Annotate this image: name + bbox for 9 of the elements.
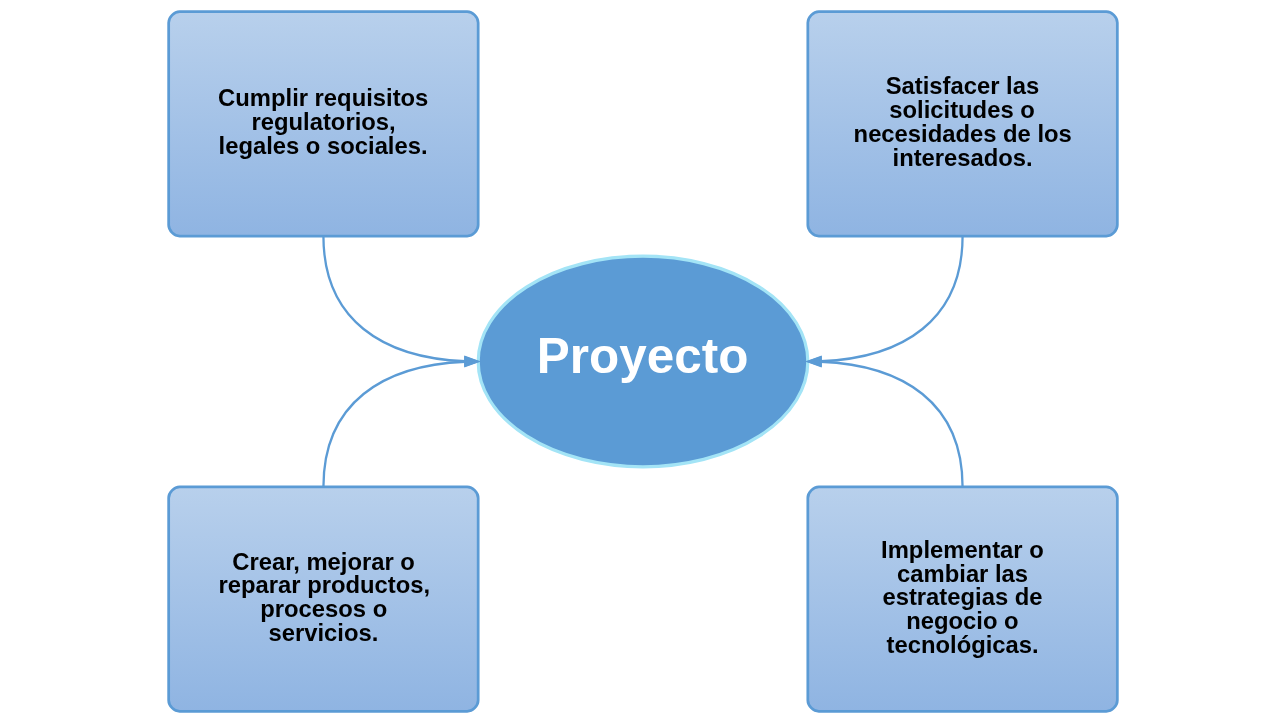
arrow [321, 355, 481, 487]
node-ellipse: Proyecto [476, 254, 809, 469]
node-box: Cumplir requisitos regulatorios, legales o sociales. [166, 10, 480, 238]
node-box: Satisfacer las solicitudes o necesidades de los interesados. [805, 10, 1119, 238]
arrow [321, 236, 481, 368]
arrow [804, 236, 964, 368]
node-box: Implementar o cambiar las estrategias de negocio o tecnológicas. [805, 485, 1119, 713]
node-box: Crear, mejorar o reparar productos, procesos o servicios. [166, 485, 480, 713]
arrow [804, 355, 964, 487]
